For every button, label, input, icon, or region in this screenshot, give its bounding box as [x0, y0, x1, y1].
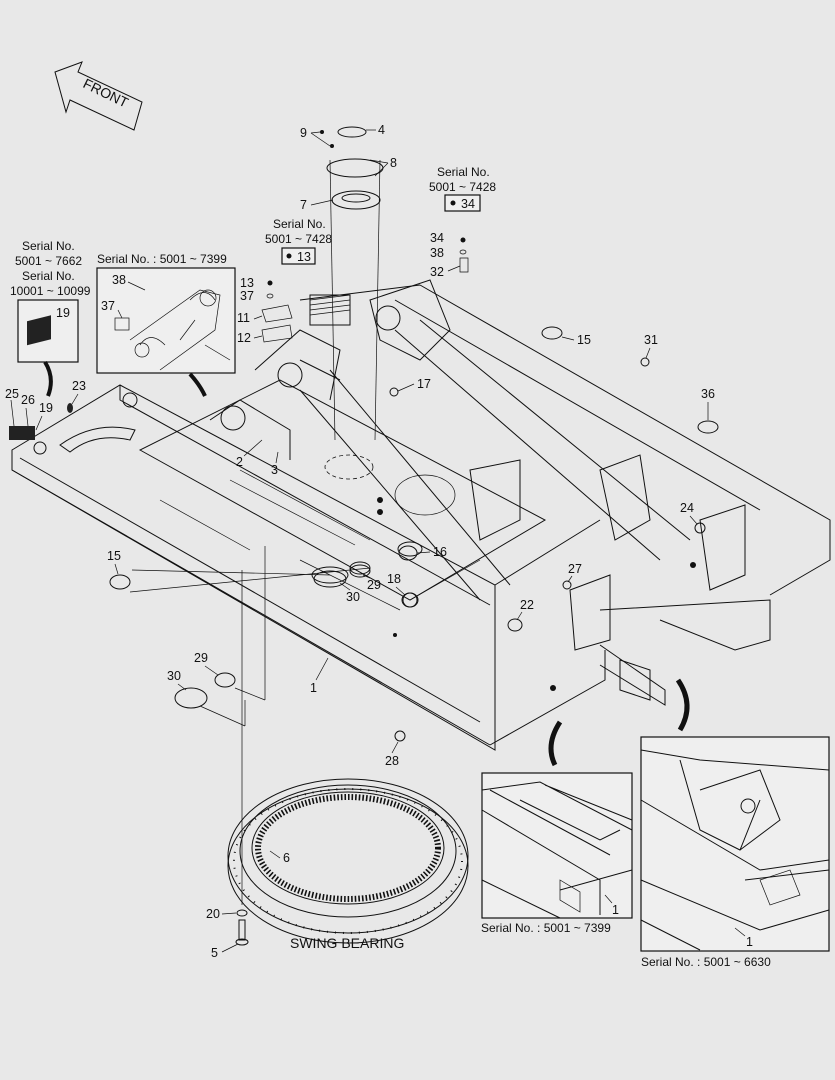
callout-30b: 30	[167, 669, 181, 683]
parts-32-34: 34 38 32	[430, 231, 469, 279]
callout-30a: 30	[346, 590, 360, 604]
serial-34-boxed: 34	[461, 197, 475, 211]
callout-32: 32	[430, 265, 444, 279]
serial-13-line2: 5001 ~ 7428	[265, 232, 332, 246]
callout-27: 27	[568, 562, 582, 576]
serial-34-line1: Serial No.	[437, 165, 490, 179]
frame-callouts: 25 26 19 23 2 3 17 15 31 36 24 16 18 27 …	[5, 333, 715, 768]
callout-6: 6	[283, 851, 290, 865]
callout-37a: 37	[101, 299, 115, 313]
callout-9: 9	[300, 126, 307, 140]
callout-15a: 15	[577, 333, 591, 347]
inset-top-caption: Serial No. : 5001 ~ 7399	[97, 252, 227, 266]
swing-bearing-label: SWING BEARING	[290, 935, 404, 951]
callout-8: 8	[390, 156, 397, 170]
callout-18: 18	[387, 572, 401, 586]
serial-note-left: Serial No. 5001 ~ 7662 Serial No. 10001 …	[10, 239, 91, 397]
callout-29b: 29	[194, 651, 208, 665]
serial-13-line1: Serial No.	[273, 217, 326, 231]
inset-bottom-right: 1 Serial No. : 5001 ~ 6630	[640, 678, 830, 969]
callout-36: 36	[701, 387, 715, 401]
callout-16: 16	[433, 545, 447, 559]
serial-note-13: Serial No. 5001 ~ 7428 13	[265, 217, 332, 265]
callout-25: 25	[5, 387, 19, 401]
callout-31: 31	[644, 333, 658, 347]
callout-29a: 29	[367, 578, 381, 592]
callout-38a: 38	[112, 273, 126, 287]
callout-11: 11	[237, 311, 250, 325]
callout-5: 5	[211, 946, 218, 960]
upper-frame	[11, 279, 831, 751]
callout-20: 20	[206, 907, 220, 921]
callout-7: 7	[300, 198, 307, 212]
plate-icon	[27, 315, 51, 346]
callout-24: 24	[680, 501, 694, 515]
serial-note-34: Serial No. 5001 ~ 7428 34	[429, 165, 496, 212]
callout-28: 28	[385, 754, 399, 768]
serial-left-line1: Serial No.	[22, 239, 75, 253]
serial-left-line2: 5001 ~ 7662	[15, 254, 82, 268]
inset-bottom-mid: 1 Serial No. : 5001 ~ 7399	[481, 720, 633, 935]
callout-17: 17	[417, 377, 431, 391]
callout-2: 2	[236, 455, 243, 469]
serial-34-line2: 5001 ~ 7428	[429, 180, 496, 194]
frame-seals	[9, 326, 719, 742]
callout-4: 4	[378, 123, 385, 137]
parts-11-13: 13 37 11 12	[237, 276, 293, 345]
front-arrow: FRONT	[54, 61, 143, 131]
front-label: FRONT	[81, 75, 132, 111]
grip-icon	[9, 426, 35, 440]
callout-34: 34	[430, 231, 444, 245]
turret-top-parts: 4 8 9 7	[300, 123, 397, 441]
inset-right-callout: 1	[746, 935, 753, 949]
callout-19a: 19	[56, 306, 70, 320]
callout-12: 12	[237, 331, 251, 345]
swing-bearing: SWING BEARING 6 20 5	[206, 570, 469, 960]
inset-right-caption: Serial No. : 5001 ~ 6630	[641, 955, 771, 969]
callout-22: 22	[520, 598, 534, 612]
callout-37b: 37	[240, 289, 254, 303]
inset-mid-callout: 1	[612, 903, 619, 917]
inset-mid-caption: Serial No. : 5001 ~ 7399	[481, 921, 611, 935]
callout-38b: 38	[430, 246, 444, 260]
callout-1: 1	[310, 681, 317, 695]
serial-left-line3: Serial No.	[22, 269, 75, 283]
serial-left-line4: 10001 ~ 10099	[10, 284, 91, 298]
inset-top: Serial No. : 5001 ~ 7399 38 37	[96, 252, 236, 397]
callout-13: 13	[240, 276, 254, 290]
callout-15b: 15	[107, 549, 121, 563]
callout-19b: 19	[39, 401, 53, 415]
callout-3: 3	[271, 463, 278, 477]
serial-13-boxed: 13	[297, 250, 311, 264]
callout-26: 26	[21, 393, 35, 407]
inset-top-box	[96, 267, 236, 374]
callout-23: 23	[72, 379, 86, 393]
